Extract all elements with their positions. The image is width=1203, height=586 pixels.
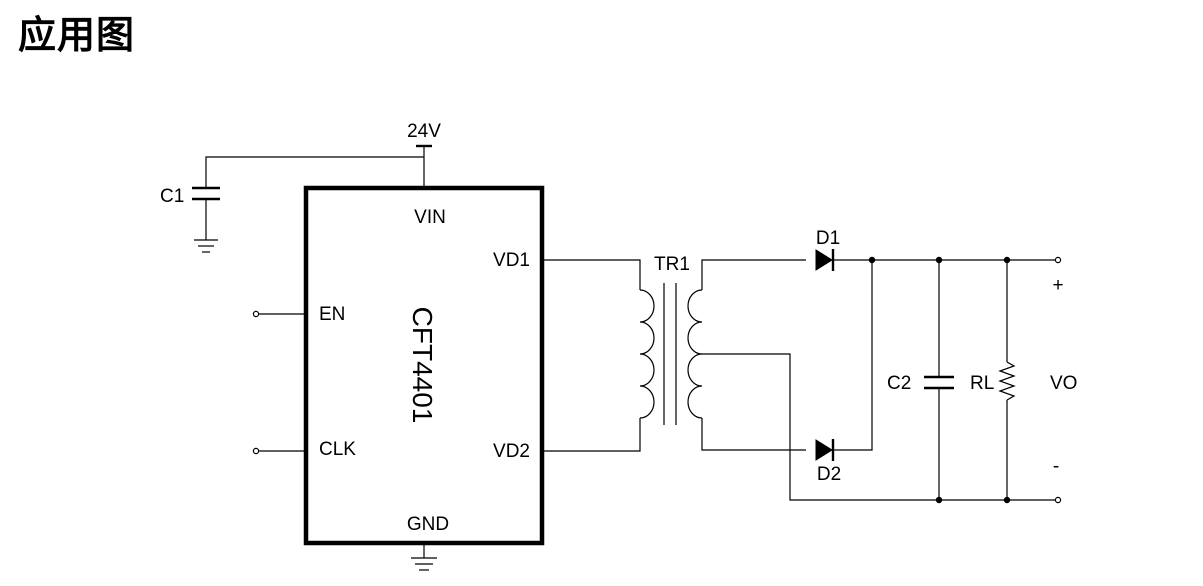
vo-label: VO <box>1050 373 1077 394</box>
vo-minus-label: - <box>1053 456 1059 477</box>
rl-label: RL <box>970 373 994 394</box>
c1-ground-symbol <box>194 239 218 253</box>
c1-capacitor <box>192 156 424 240</box>
pin-en-label: EN <box>319 304 345 325</box>
d1-diode <box>815 249 1055 271</box>
pin-gnd-label: GND <box>407 514 449 535</box>
d2-label: D2 <box>817 464 841 485</box>
pin-vd1-label: VD1 <box>493 250 530 271</box>
vo-minus-terminal <box>1054 496 1062 504</box>
supply-terminal <box>416 144 432 188</box>
rl-resistor <box>998 260 1016 500</box>
tr1-transformer <box>542 259 1055 501</box>
pin-clk-label: CLK <box>319 439 356 460</box>
pin-vin-label: VIN <box>414 207 446 228</box>
d2-diode <box>815 260 873 461</box>
page-title: 应用图 <box>18 13 136 57</box>
pin-vd2-label: VD2 <box>493 441 530 462</box>
vo-plus-label: + <box>1052 275 1063 296</box>
clk-input-lead <box>252 447 306 455</box>
chip-ground-symbol <box>411 543 437 571</box>
c2-label: C2 <box>887 373 911 394</box>
supply-label: 24V <box>407 121 441 142</box>
d1-label: D1 <box>816 228 840 249</box>
tr1-label: TR1 <box>654 254 690 275</box>
c1-label: C1 <box>160 186 184 207</box>
c2-capacitor <box>924 260 954 500</box>
vo-plus-terminal <box>1054 256 1062 264</box>
chip-name: CFT4401 <box>407 307 438 424</box>
en-input-lead <box>252 310 306 318</box>
